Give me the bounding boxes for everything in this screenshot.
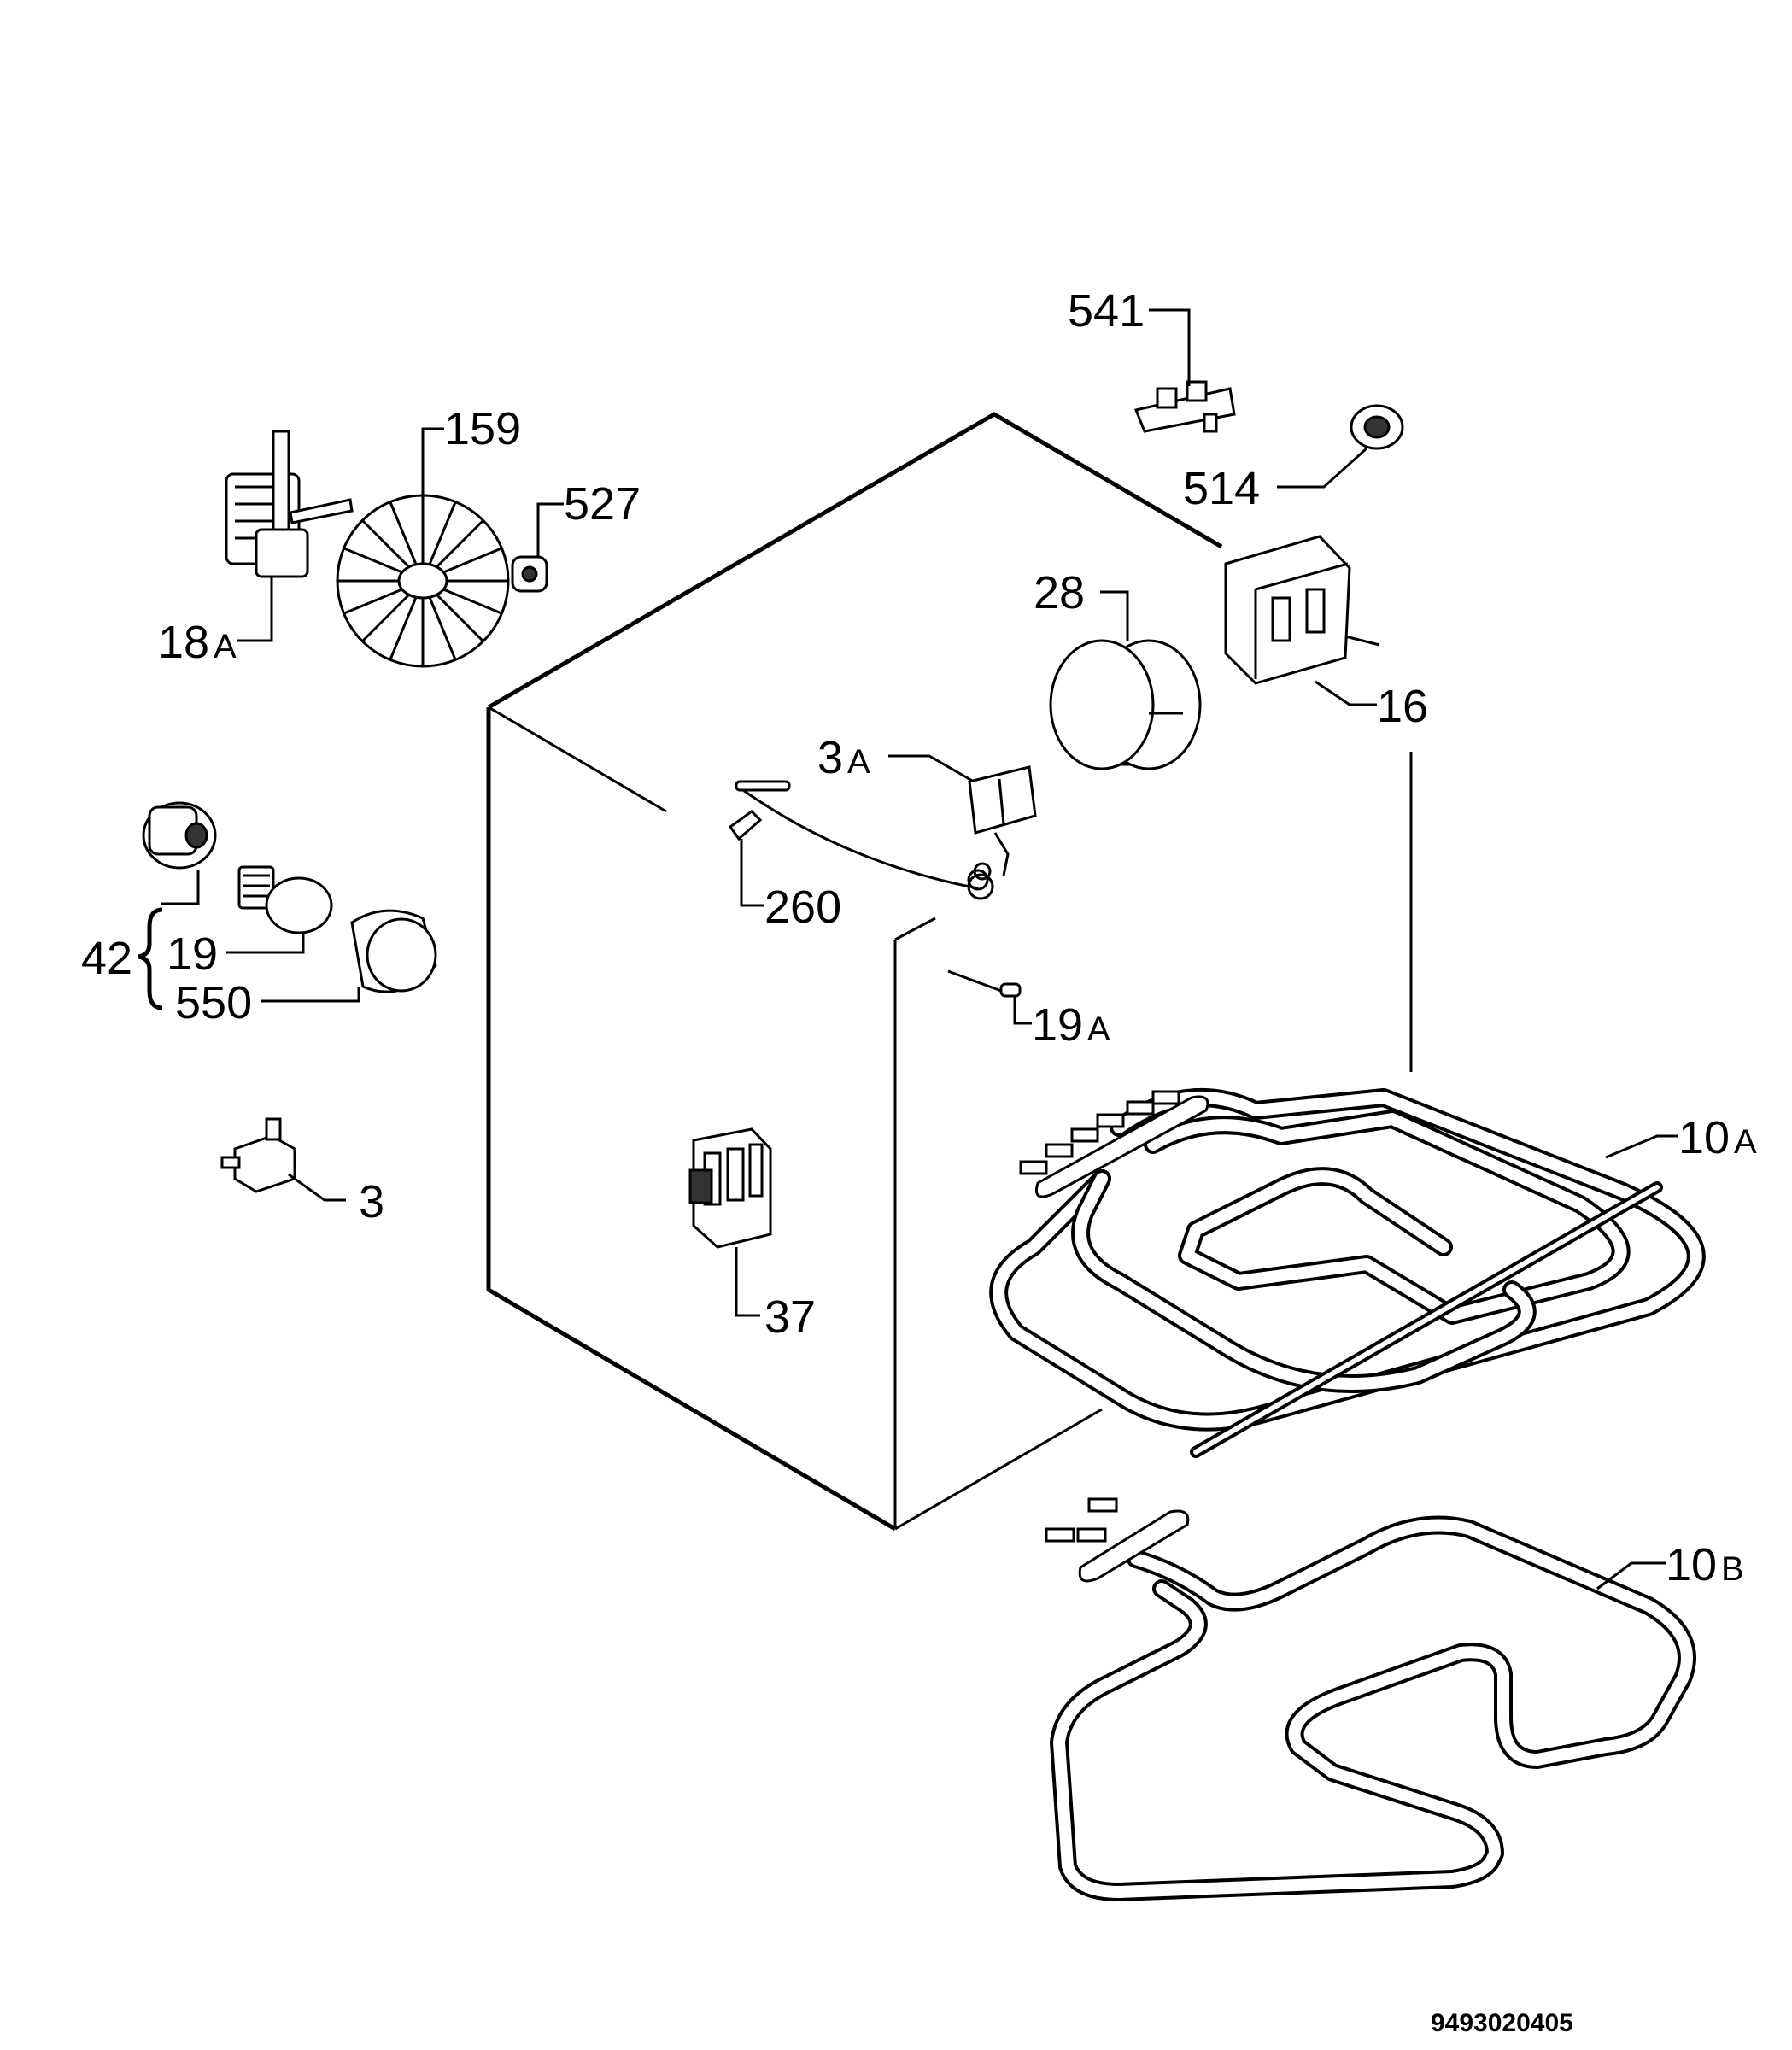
leader-260 [740, 839, 764, 907]
leader-527 [536, 502, 564, 557]
selector-switch-icon [1224, 535, 1380, 685]
label-42: 42 [81, 933, 132, 984]
label-3a-suffix: A [847, 743, 870, 781]
label-514: 514 [1183, 463, 1260, 514]
label-28: 28 [1034, 567, 1085, 618]
leader-10a [1605, 1134, 1678, 1159]
leader-3 [288, 1173, 346, 1202]
fan-motor-icon [225, 430, 354, 578]
terminal-block-icon [220, 1117, 296, 1193]
connector-block-icon [688, 1128, 772, 1249]
label-10b: 10 [1666, 1539, 1717, 1590]
lamp-bulb-icon [237, 865, 333, 934]
label-10a-suffix: A [1734, 1123, 1757, 1161]
connector-bracket-icon [1133, 380, 1236, 433]
leader-10b [1596, 1561, 1666, 1590]
label-3: 3 [359, 1176, 384, 1227]
label-37: 37 [764, 1292, 816, 1343]
leader-37 [735, 1247, 760, 1317]
thermostat-icon [735, 765, 1037, 900]
leader-19a [1013, 996, 1032, 1025]
leader-28 [1100, 590, 1129, 641]
label-541: 541 [1068, 285, 1145, 337]
leader-159 [421, 427, 444, 495]
label-16: 16 [1377, 681, 1428, 732]
lamp-wire-icon [947, 969, 1022, 998]
label-18a-suffix: A [214, 628, 237, 665]
label-260: 260 [764, 882, 841, 933]
leader-16 [1315, 680, 1377, 706]
probe-clip-icon [728, 810, 763, 841]
leader-3a [888, 754, 975, 783]
label-18a: 18 [158, 617, 209, 668]
leader-550 [261, 987, 360, 1003]
label-159: 159 [444, 403, 521, 454]
label-19a-suffix: A [1087, 1010, 1110, 1048]
leader-42a [161, 870, 200, 905]
lower-heating-element-icon [1045, 1497, 1696, 1901]
brace-42 [138, 907, 163, 1010]
label-19: 19 [167, 928, 218, 980]
label-10a: 10 [1678, 1112, 1730, 1163]
leader-541 [1149, 308, 1191, 386]
grommet-icon [1350, 404, 1404, 450]
leader-514 [1277, 447, 1368, 489]
label-527: 527 [564, 478, 641, 530]
fan-blade-icon [336, 494, 510, 668]
label-10b-suffix: B [1721, 1550, 1744, 1588]
label-19a: 19 [1032, 999, 1083, 1051]
timer-icon [1049, 639, 1202, 770]
drawing-code: 9493020405 [1431, 2009, 1573, 2037]
label-3a: 3 [817, 732, 843, 783]
leader-18a [237, 577, 273, 642]
leader-19 [226, 933, 305, 954]
lamp-holder-icon [142, 801, 217, 870]
oven-cavity-box [486, 412, 1223, 1532]
lamp-cover-icon [350, 909, 437, 993]
label-550: 550 [175, 977, 252, 1028]
upper-heating-element-icon [989, 1088, 1706, 1458]
fan-nut-icon [511, 555, 548, 593]
